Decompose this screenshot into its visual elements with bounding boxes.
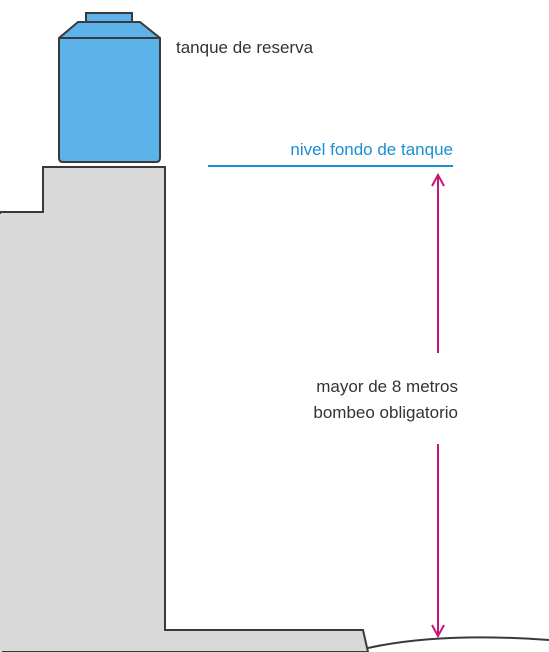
height-arrow [431,172,445,639]
tank-label: tanque de reserva [176,38,314,57]
tank-body [58,21,161,163]
arrow-head-down [431,624,445,639]
tank-bottom-level-label: nivel fondo de tanque [290,140,453,159]
left-edge-mask [0,214,2,652]
height-label-line2: bombeo obligatorio [313,403,458,422]
ground-curve [367,636,549,649]
building-silhouette [0,166,370,652]
arrow-head-up [431,172,445,187]
height-label-line1: mayor de 8 metros [316,377,458,396]
reserve-tank [58,12,161,163]
